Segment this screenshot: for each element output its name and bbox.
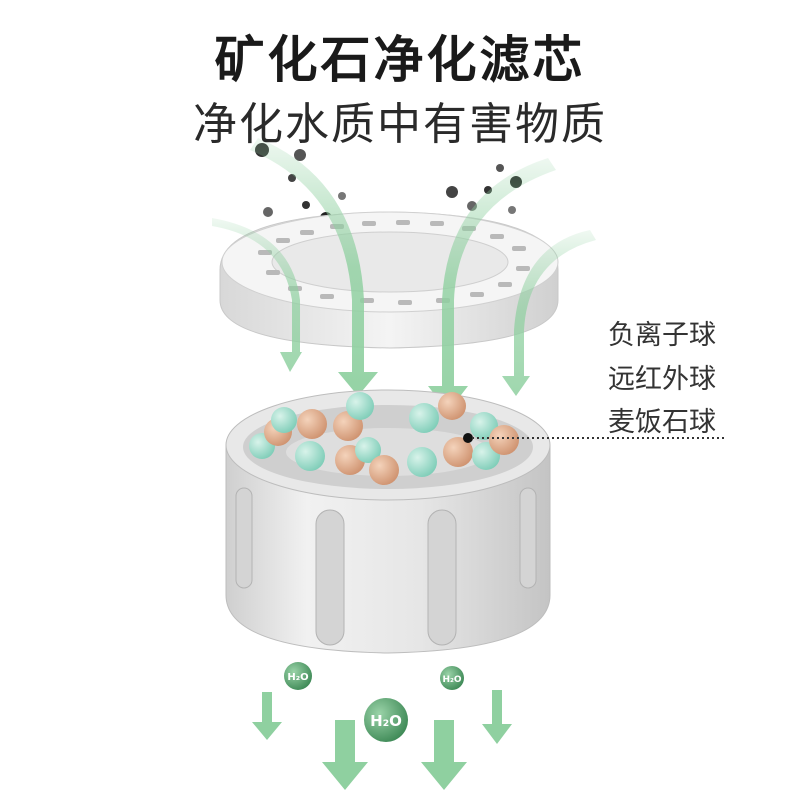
page-subtitle: 净化水质中有害物质 xyxy=(193,99,607,150)
svg-text:H₂O: H₂O xyxy=(287,672,308,683)
filter-cartridge xyxy=(225,389,551,654)
water-flow-arrows xyxy=(212,138,596,412)
page-title: 矿化石净化滤芯 xyxy=(214,31,586,89)
ball-label-far-infrared: 远红外球 xyxy=(608,364,716,395)
filter-lid xyxy=(219,211,559,349)
ball-label-maifan-stone: 麦饭石球 xyxy=(608,407,716,438)
water-molecule-small-right: H₂O xyxy=(440,666,464,690)
mineral-balls xyxy=(249,392,519,485)
svg-text:H₂O: H₂O xyxy=(442,675,461,685)
ball-label-negative-ion: 负离子球 xyxy=(608,320,716,351)
water-molecule-small-left: H₂O xyxy=(284,662,312,690)
callout-pointer xyxy=(463,433,724,443)
clean-water-arrows xyxy=(252,690,512,790)
svg-text:H₂O: H₂O xyxy=(370,712,402,730)
water-molecule-large: H₂O xyxy=(364,698,408,742)
